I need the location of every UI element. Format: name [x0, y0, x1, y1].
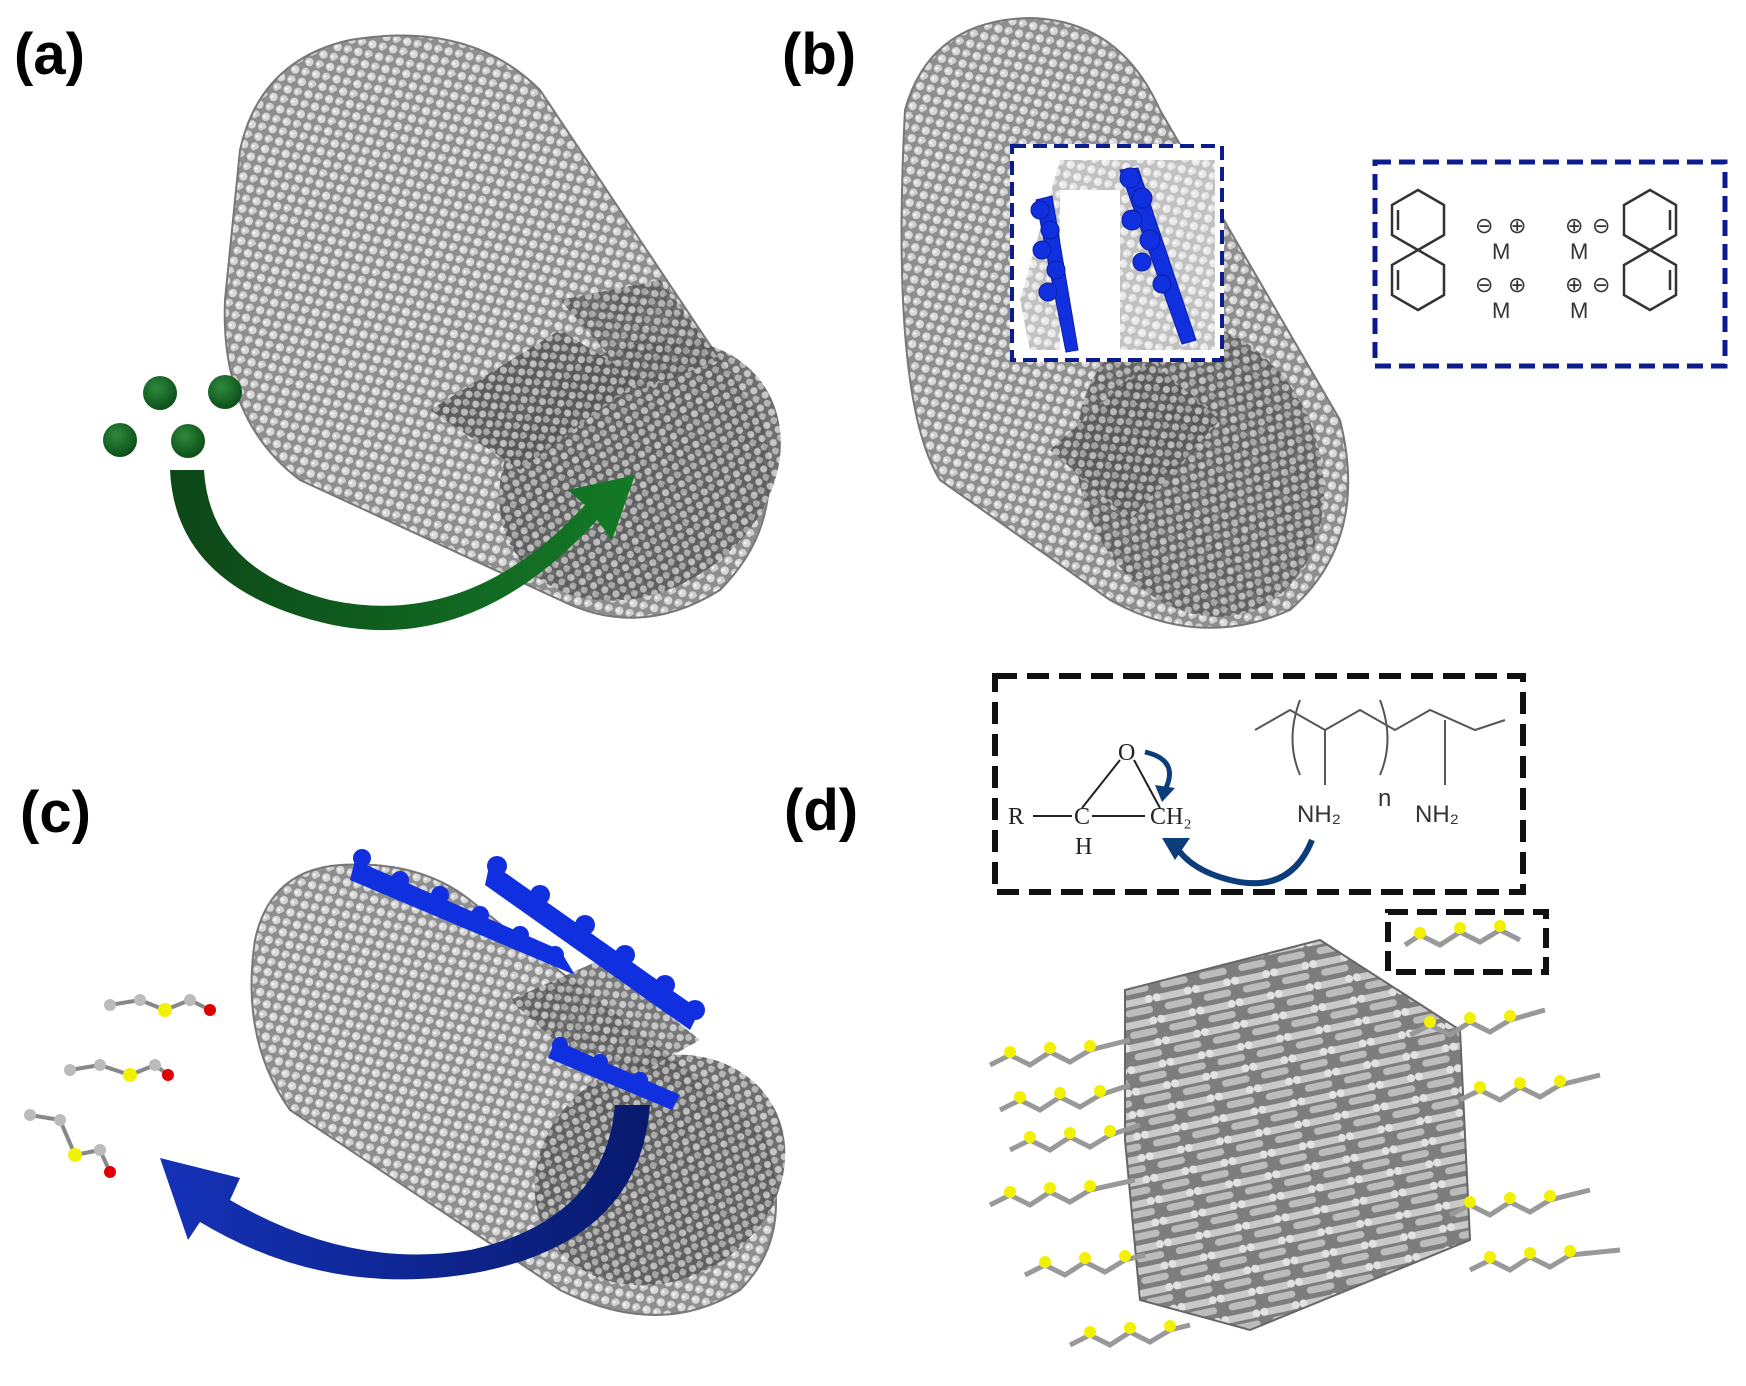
green-particle: [171, 424, 205, 458]
alkyl-chain: [1468, 1245, 1621, 1273]
atom-C: C: [1074, 804, 1090, 830]
alkyl-chain: [1408, 1007, 1546, 1038]
alkyl-chain: [998, 1082, 1131, 1113]
charge-pos: ⊕: [1508, 213, 1526, 238]
metal-label: M: [1492, 239, 1510, 264]
group-NH2: NH₂: [1415, 801, 1459, 828]
panel-b: (b): [782, 16, 1728, 629]
atom-H: H: [1075, 834, 1092, 860]
ball-stick-molecule: [24, 1109, 116, 1178]
charge-neg: ⊖: [1475, 272, 1493, 297]
small-dashed-box-d: [1385, 909, 1549, 975]
panel-a: (a): [14, 22, 781, 631]
ball-stick-molecule: [64, 1059, 174, 1082]
molecules-c: [24, 994, 216, 1178]
inset-window-b: [1010, 144, 1224, 362]
inset-reaction-d: R C H O CH₂ NH₂ n NH₂: [992, 673, 1526, 895]
atom-R: R: [1008, 804, 1024, 830]
naphthalene-right: [1622, 188, 1678, 312]
alkyl-chain: [1458, 1072, 1601, 1103]
alkyl-chain: [1023, 1250, 1146, 1278]
inset-structure-b: ⊖ ⊕ ⊕ ⊖ ⊖ ⊕ ⊕ ⊖ M M M M: [1372, 159, 1728, 369]
alkyl-chain: [1008, 1122, 1141, 1153]
blue-chains-c: [350, 849, 705, 1110]
group-NH2: NH₂: [1297, 801, 1341, 828]
alkyl-chain: [1403, 920, 1522, 948]
polyamine-chain: [1254, 699, 1506, 785]
panel-label-d: (d): [784, 778, 858, 843]
alkyl-chain: [988, 1177, 1136, 1208]
panel-label-c: (c): [20, 780, 91, 845]
panel-c: (c): [20, 780, 786, 1316]
green-arrow: [170, 470, 635, 631]
curved-arrow-large: [1172, 838, 1315, 887]
metal-label: M: [1570, 298, 1588, 323]
alkyl-chains: [988, 920, 1621, 1348]
curved-arrow-small: [1144, 749, 1172, 792]
green-particle: [103, 423, 137, 457]
charge-neg: ⊖: [1592, 272, 1610, 297]
group-CH2: CH₂: [1150, 804, 1192, 830]
inset-border-b-small: [1010, 144, 1224, 362]
repeat-n: n: [1378, 785, 1391, 812]
graphene-stack: [1124, 938, 1472, 1332]
charge-neg: ⊖: [1592, 213, 1610, 238]
blue-chains-b: [1030, 167, 1197, 353]
green-particle: [143, 376, 177, 410]
alkyl-chain: [988, 1037, 1131, 1068]
charge-neg: ⊖: [1475, 213, 1493, 238]
ball-stick-molecule: [104, 994, 216, 1017]
green-particle: [208, 375, 242, 409]
inset-border-b: [1372, 159, 1728, 369]
charge-pos: ⊕: [1565, 272, 1583, 297]
charge-pos: ⊕: [1508, 272, 1526, 297]
naphthalene-left: [1390, 188, 1446, 312]
charge-pos: ⊕: [1565, 213, 1583, 238]
green-particles: [103, 375, 242, 458]
panel-label-a: (a): [14, 22, 85, 87]
nanotube-a: [223, 34, 781, 619]
alkyl-chain: [1448, 1187, 1591, 1218]
panel-label-b: (b): [782, 22, 856, 87]
blue-arrow: [160, 1105, 650, 1280]
atom-O: O: [1118, 740, 1135, 766]
alkyl-chain: [1068, 1320, 1191, 1348]
nanotube-c: [250, 863, 786, 1316]
panel-d: (d) R C H O CH₂: [784, 673, 1621, 1348]
metal-label: M: [1492, 298, 1510, 323]
metal-label: M: [1570, 239, 1588, 264]
